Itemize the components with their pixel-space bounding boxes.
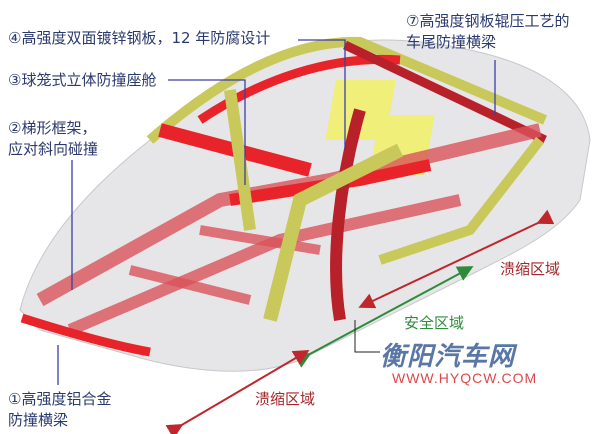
label-rear-beam-line1: ⑦高强度钢板辊压工艺的 — [406, 12, 570, 30]
watermark-logo: 衡阳汽车网 — [380, 342, 516, 372]
zone-crumple-front: 溃缩区域 — [255, 390, 316, 408]
label-rear-beam-line2: 车尾防撞横梁 — [406, 33, 497, 51]
watermark-url: WWW.HYQCW.COM — [392, 370, 538, 386]
label-cage-cabin: ③球笼式立体防撞座舱 — [8, 71, 157, 89]
label-front-beam-line1: ①高强度铝合金 — [8, 390, 112, 408]
zone-crumple-rear: 溃缩区域 — [500, 260, 561, 278]
label-ladder-frame-line1: ②梯形框架， — [8, 119, 97, 137]
label-ladder-frame-line2: 应对斜向碰撞 — [8, 140, 99, 158]
label-galvanized-steel: ④高强度双面镀锌钢板，12 年防腐设计 — [8, 29, 271, 47]
zone-safe: 安全区域 — [404, 314, 465, 332]
label-front-beam-line2: 防撞横梁 — [8, 411, 69, 429]
